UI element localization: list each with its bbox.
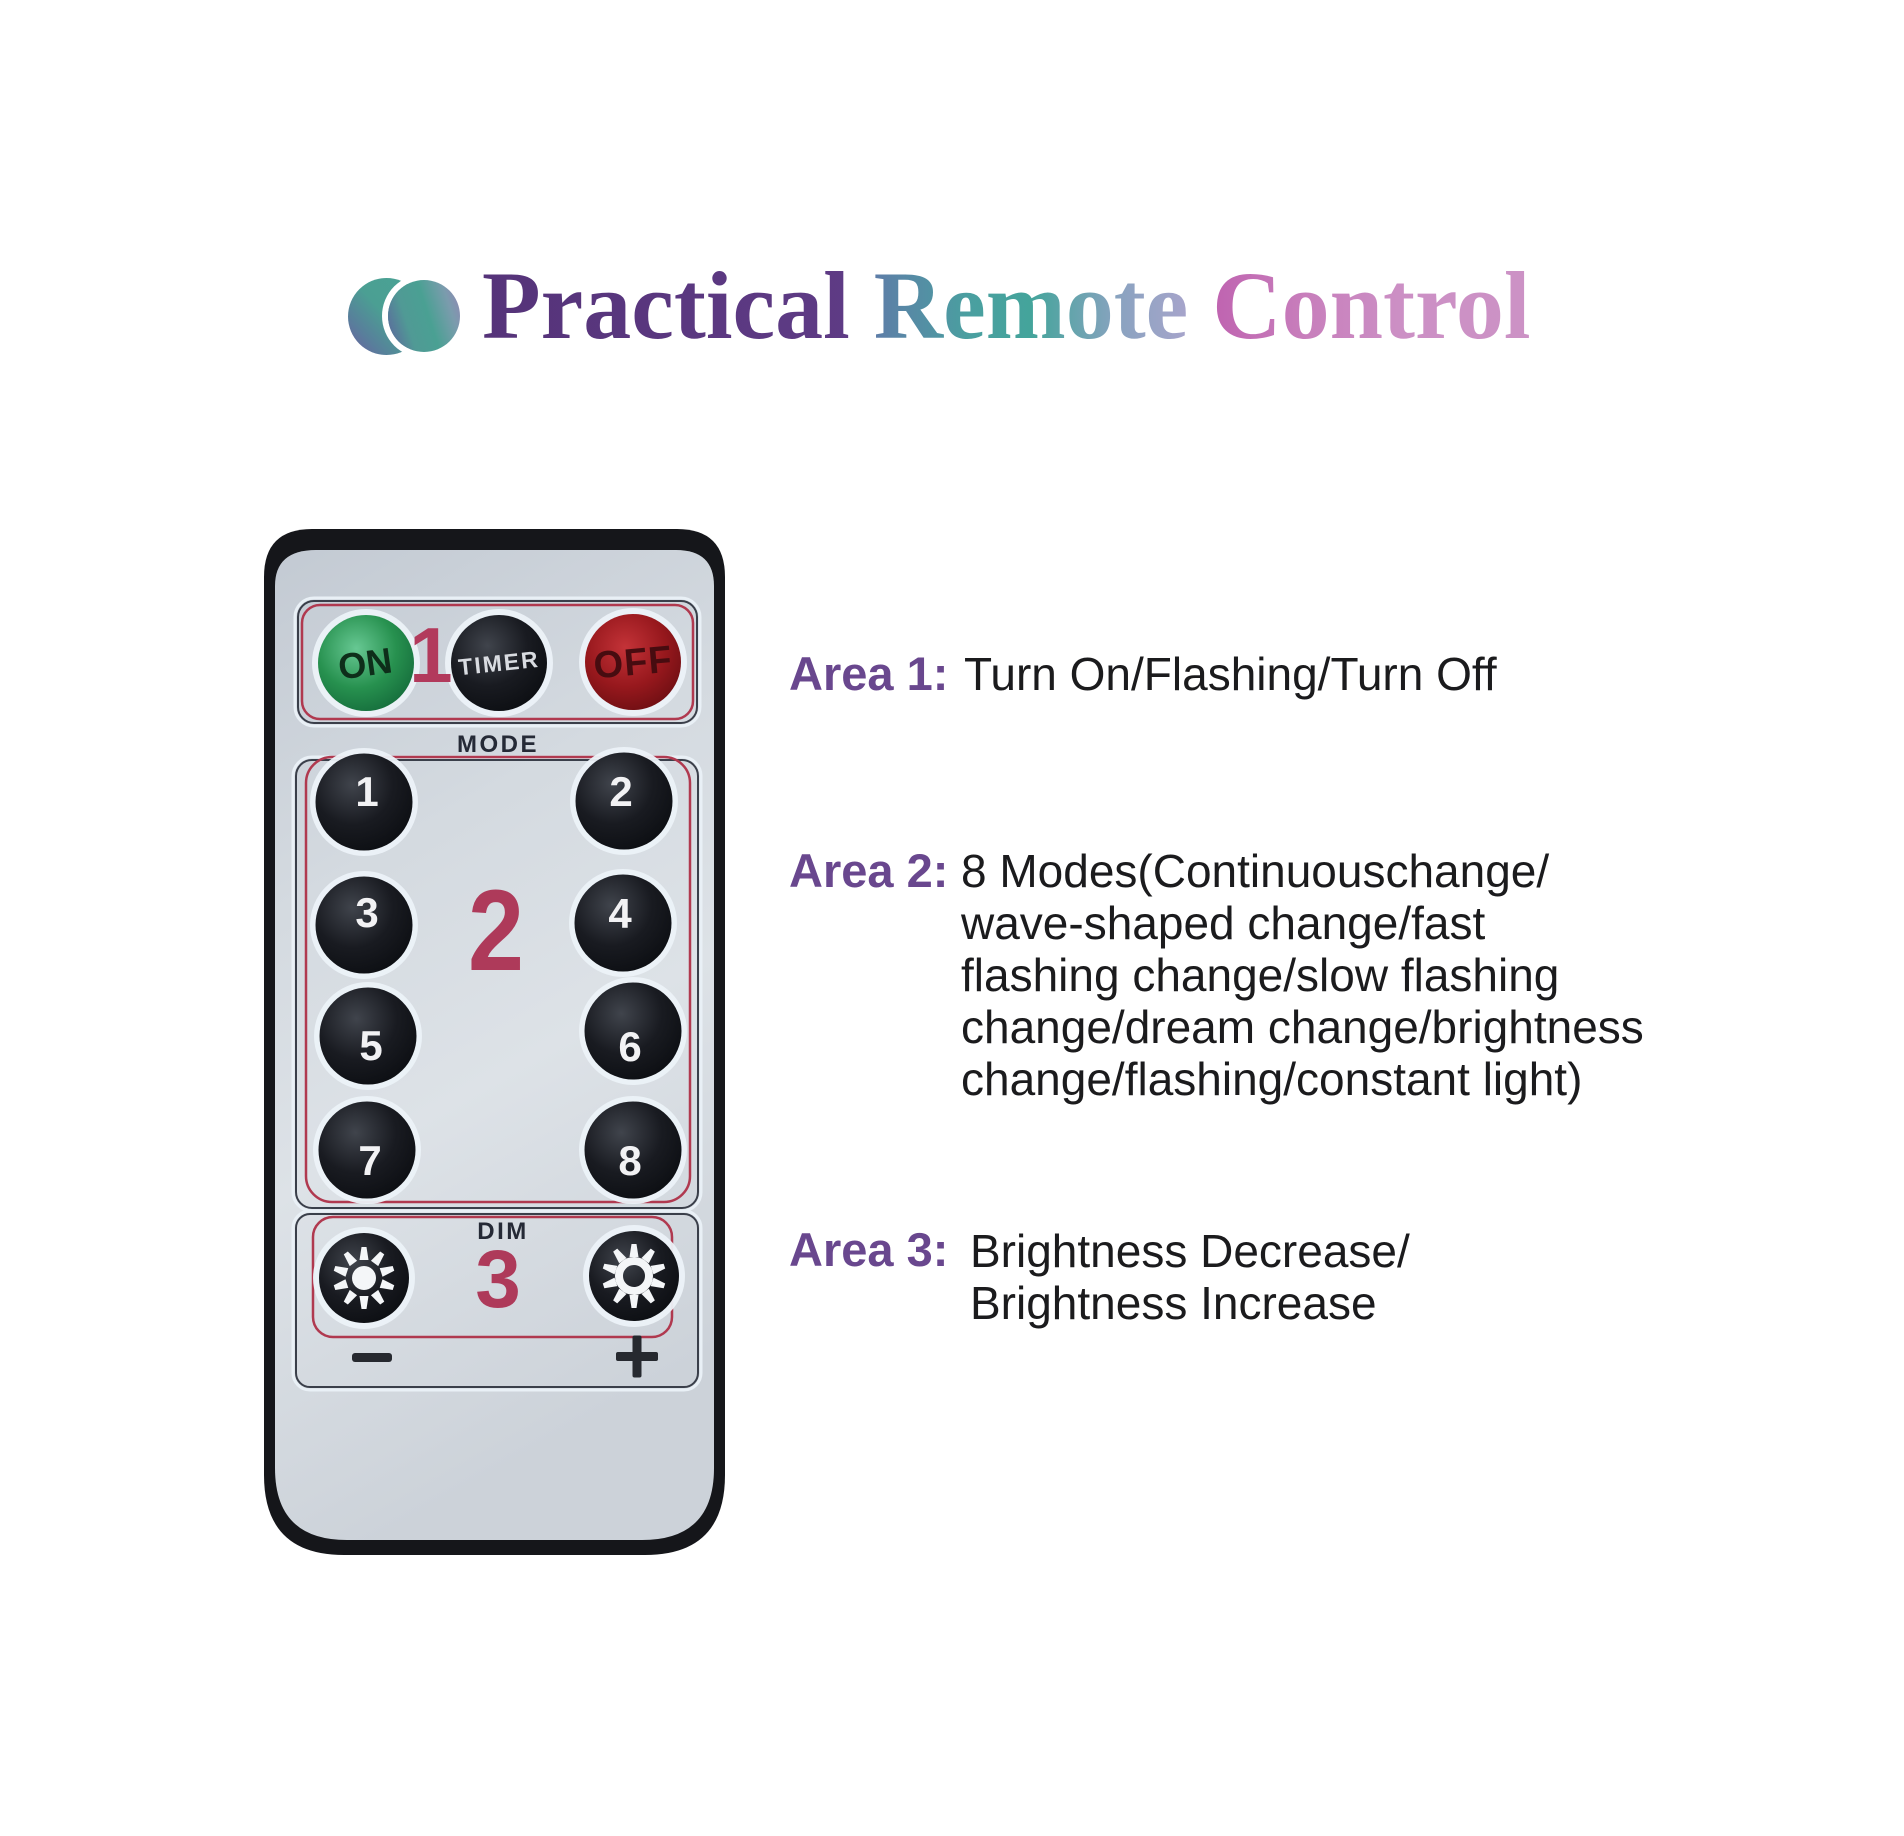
svg-text:5: 5: [359, 1022, 382, 1069]
svg-text:OFF: OFF: [592, 639, 674, 688]
svg-text:6: 6: [618, 1023, 641, 1070]
svg-text:DIM: DIM: [477, 1218, 529, 1245]
svg-text:8: 8: [618, 1137, 641, 1184]
svg-text:MODE: MODE: [457, 731, 539, 758]
svg-text:3: 3: [475, 1234, 521, 1325]
svg-text:ON: ON: [335, 639, 394, 687]
svg-text:4: 4: [608, 890, 632, 937]
svg-text:1: 1: [409, 611, 452, 699]
svg-text:2: 2: [609, 768, 632, 815]
svg-text:1: 1: [355, 768, 378, 815]
svg-text:7: 7: [358, 1137, 381, 1184]
svg-text:2: 2: [468, 867, 524, 995]
svg-text:3: 3: [355, 889, 378, 936]
